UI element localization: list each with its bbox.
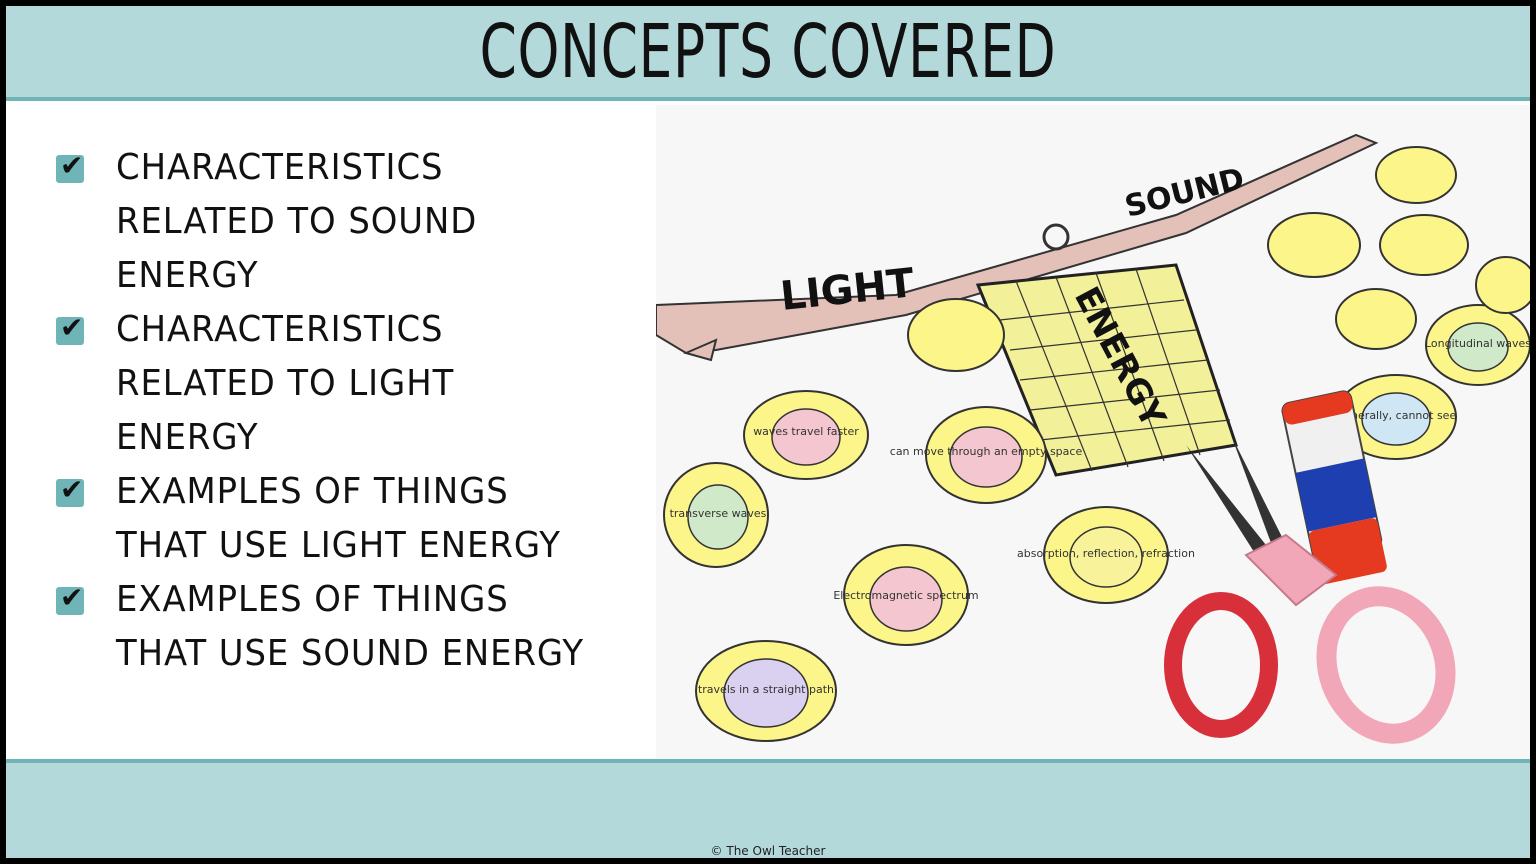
checkbox-icon: ✔: [56, 149, 84, 183]
content-area: ✔ CHARACTERISTICS RELATED TO SOUND ENERG…: [6, 101, 1530, 759]
bug-label: absorption, reflection, refraction: [1017, 547, 1195, 560]
bug-card: absorption, reflection, refraction: [1017, 506, 1195, 604]
bug-label: can move through an empty space: [890, 445, 1083, 458]
craft-photo: LIGHT SOUND ENERGY waves travel faster c…: [656, 105, 1530, 759]
checkbox-icon: ✔: [56, 581, 84, 615]
bug-label: transverse waves: [670, 507, 767, 520]
footer-band: © The Owl Teacher: [6, 759, 1530, 858]
checklist-item: ✔ CHARACTERISTICS RELATED TO SOUND ENERG…: [56, 141, 614, 303]
bug-label: Generally, cannot see: [1336, 409, 1457, 422]
checklist-item: ✔ EXAMPLES OF THINGS THAT USE LIGHT ENER…: [56, 465, 614, 573]
page-title: CONCEPTS COVERED: [479, 9, 1057, 95]
bug-label: travels in a straight path: [698, 683, 834, 696]
checkbox-icon: ✔: [56, 311, 84, 345]
bug-card: transverse waves: [663, 462, 769, 568]
bug-card: can move through an empty space: [890, 406, 1083, 504]
bug-card: Electromagnetic spectrum: [833, 544, 979, 646]
bug-label: Longitudinal waves: [1425, 337, 1530, 350]
checkbox-icon: ✔: [56, 473, 84, 507]
bug-card: Longitudinal waves: [1425, 304, 1530, 386]
copyright-credit: © The Owl Teacher: [710, 844, 826, 858]
checklist-item-text: CHARACTERISTICS RELATED TO LIGHT ENERGY: [116, 309, 455, 458]
checkmark-icon: ✔: [60, 473, 84, 506]
checklist-item-text: EXAMPLES OF THINGS THAT USE LIGHT ENERGY: [116, 471, 561, 566]
bug-label: waves travel faster: [753, 425, 859, 438]
checklist-item: ✔ CHARACTERISTICS RELATED TO LIGHT ENERG…: [56, 303, 614, 465]
checklist-item-text: EXAMPLES OF THINGS THAT USE SOUND ENERGY: [116, 579, 585, 674]
checklist-item: ✔ EXAMPLES OF THINGS THAT USE SOUND ENER…: [56, 573, 614, 681]
checkmark-icon: ✔: [60, 581, 84, 614]
bug-card: Generally, cannot see: [1335, 374, 1457, 460]
header-band: CONCEPTS COVERED: [6, 6, 1530, 101]
checkmark-icon: ✔: [60, 311, 84, 344]
checklist-item-text: CHARACTERISTICS RELATED TO SOUND ENERGY: [116, 147, 478, 296]
checkmark-icon: ✔: [60, 149, 84, 182]
bug-card: waves travel faster: [743, 390, 869, 480]
bug-label: Electromagnetic spectrum: [833, 589, 978, 602]
bug-card: travels in a straight path: [695, 640, 837, 742]
concepts-checklist: ✔ CHARACTERISTICS RELATED TO SOUND ENERG…: [56, 141, 614, 681]
